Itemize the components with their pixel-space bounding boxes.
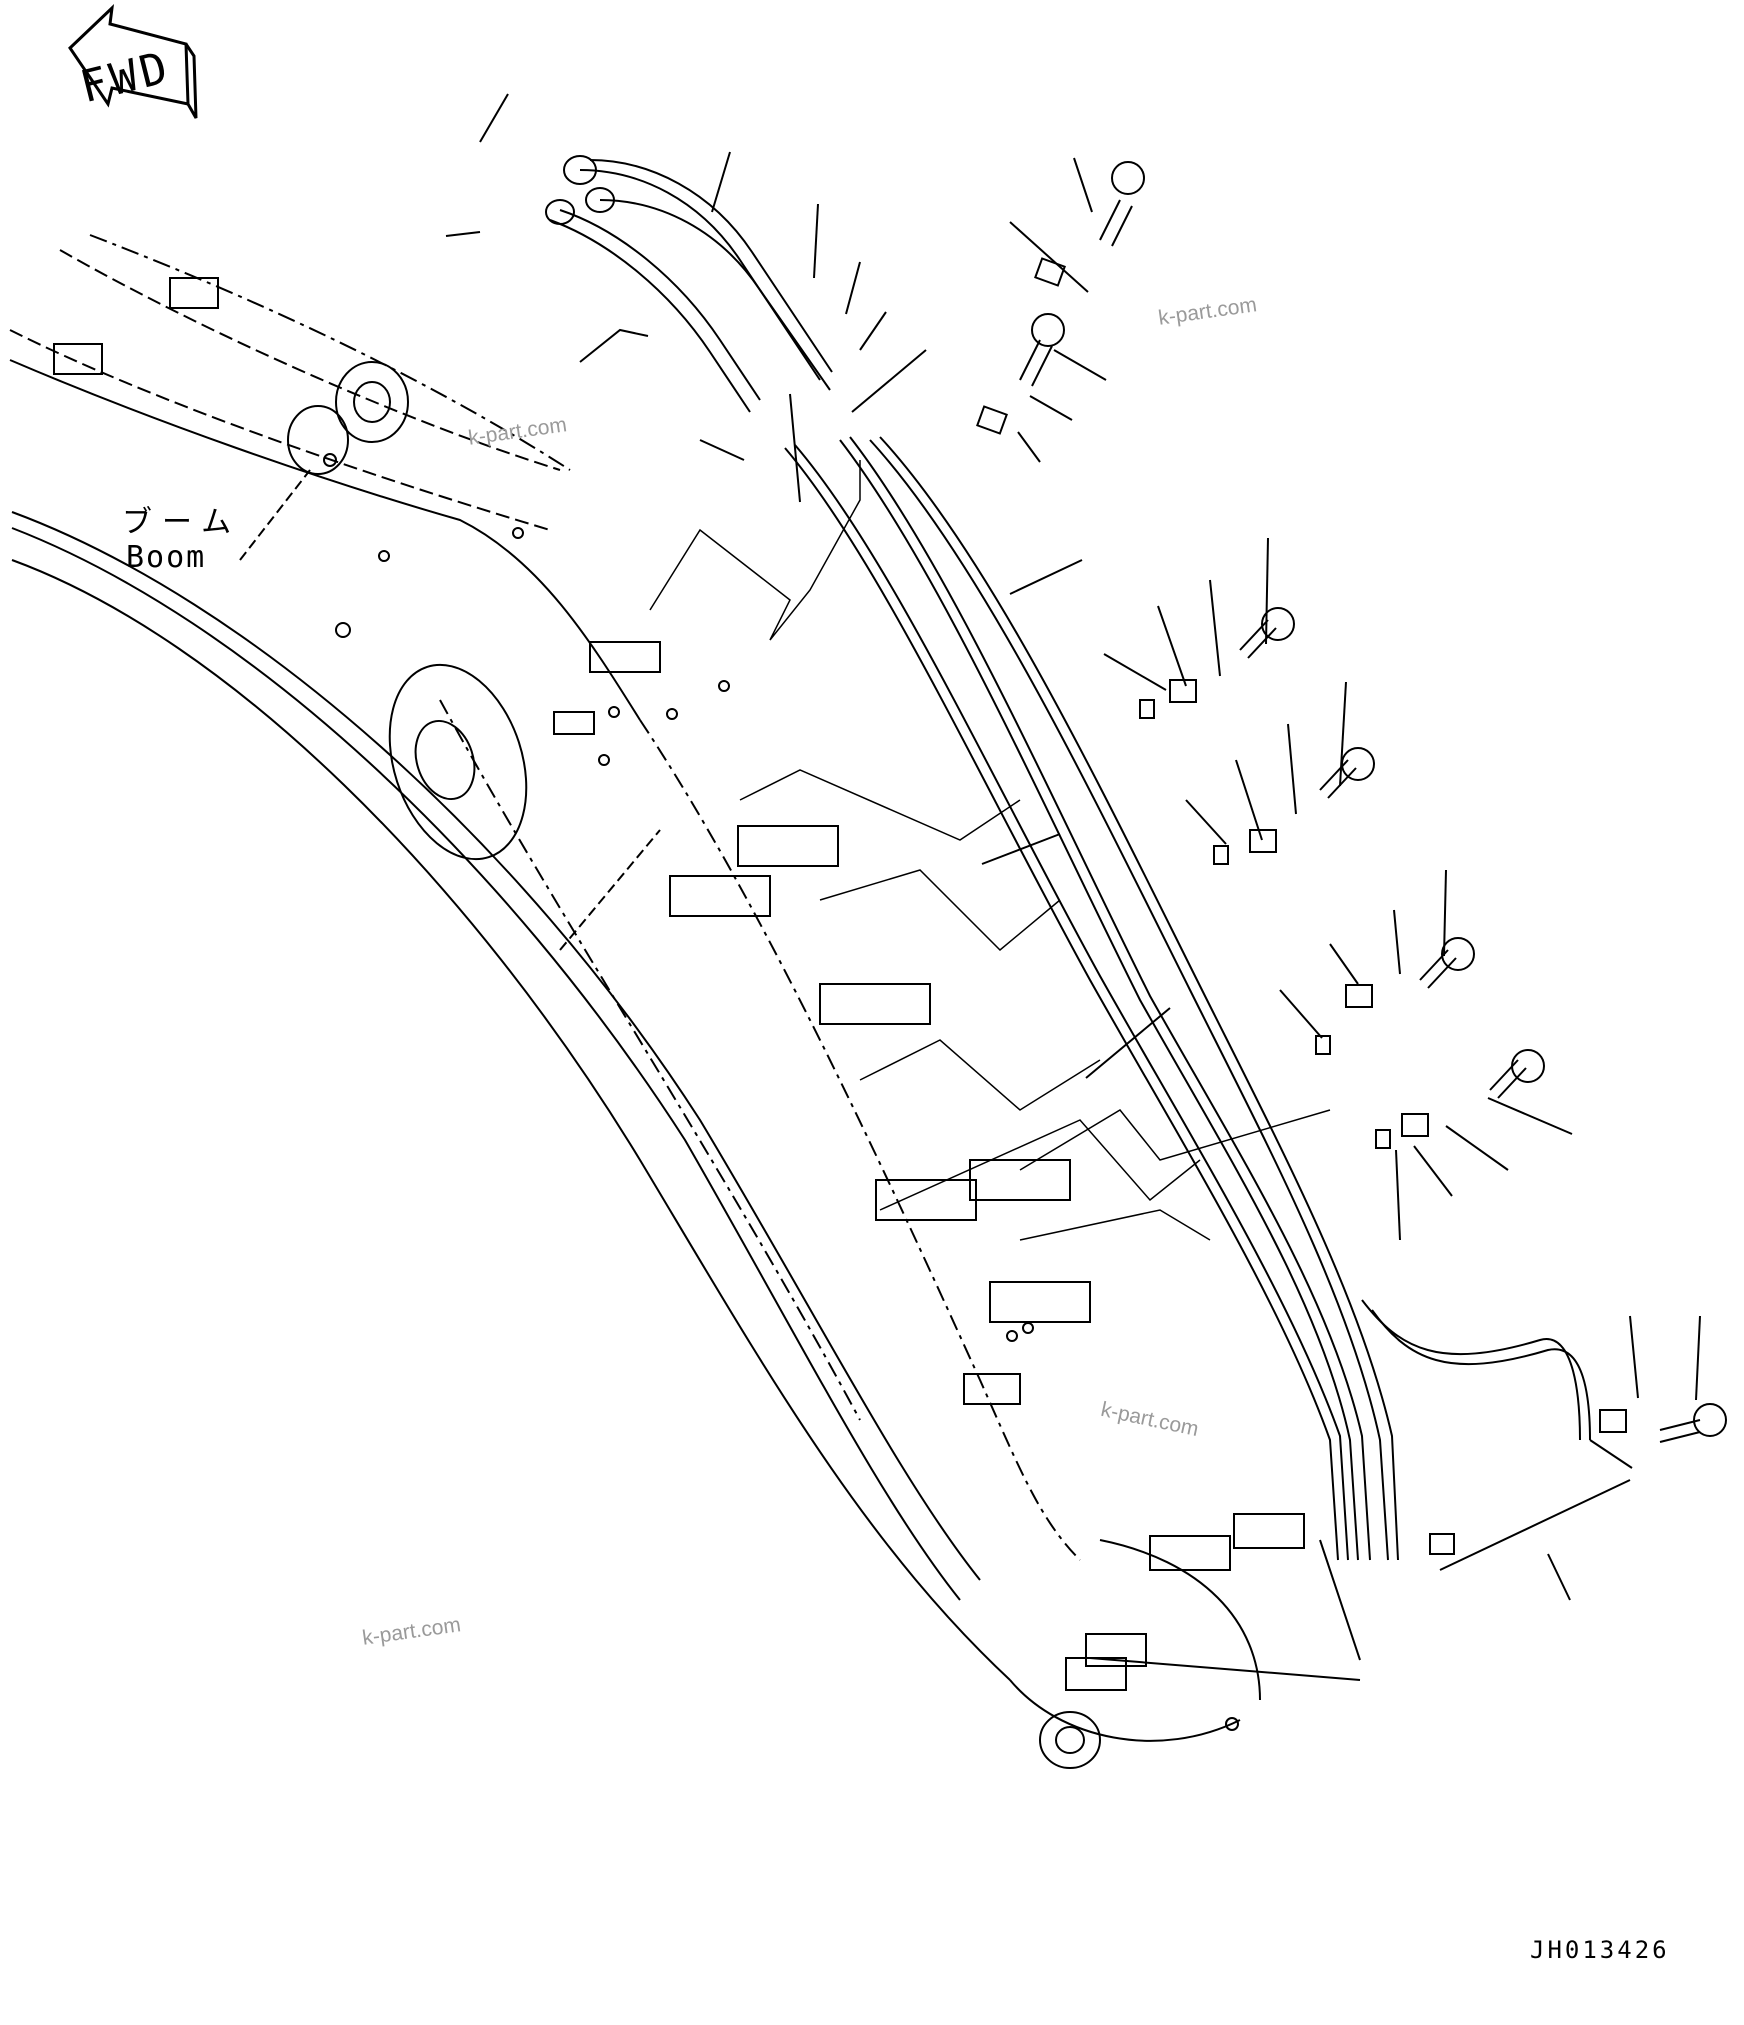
clamp-bolt-sets [976, 161, 1727, 1555]
boom-label-jp: ブーム [122, 505, 242, 540]
hoses [545, 155, 833, 413]
fwd-arrow-icon [68, 4, 198, 119]
boom-label-en: Boom [126, 540, 207, 575]
small-fasteners [323, 453, 1239, 1731]
boom-brackets [53, 277, 1305, 1691]
drawing-code: JH013426 [1530, 1936, 1670, 1964]
boom-pivot [287, 361, 1101, 1769]
leader-lines [445, 93, 1701, 1681]
hydraulic-pipes [784, 436, 1591, 1561]
break-lines [649, 460, 1331, 1241]
boom-outline [9, 234, 1261, 1742]
